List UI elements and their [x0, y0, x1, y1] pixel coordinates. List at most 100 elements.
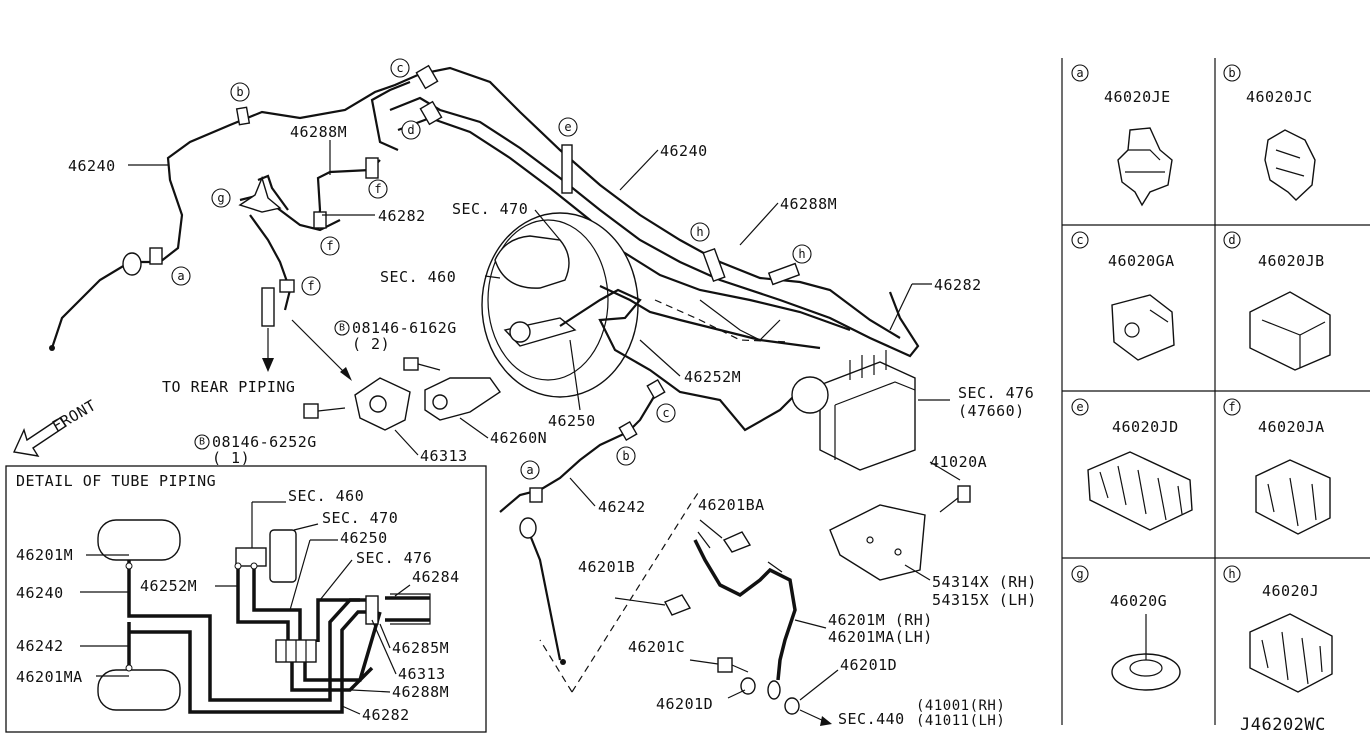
- svg-text:d: d: [407, 123, 414, 137]
- marker-c-lower: [656, 403, 676, 423]
- detail-46284: 46284: [412, 568, 460, 586]
- clip-c-icon: [1111, 294, 1175, 361]
- detail-title: DETAIL OF TUBE PIPING: [16, 472, 216, 490]
- label-54315x: 54315X (LH): [932, 591, 1037, 609]
- detail-46288m: 46288M: [392, 683, 449, 701]
- label-46201c: 46201C: [628, 638, 685, 656]
- label-46282-right: 46282: [934, 276, 982, 294]
- clip-a-icon: [1117, 127, 1173, 207]
- label-sec460: SEC. 460: [380, 268, 456, 286]
- label-to-rear: TO REAR PIPING: [162, 378, 295, 396]
- marker-a-top: [171, 266, 191, 286]
- marker-d-top: [401, 120, 421, 140]
- detail-46252m: 46252M: [140, 577, 197, 595]
- pipe-46288m: [389, 96, 920, 358]
- clip-e-icon: [1087, 451, 1193, 531]
- label-sec470: SEC. 470: [452, 200, 528, 218]
- clip-b-icon: [1264, 129, 1316, 201]
- svg-text:b: b: [622, 449, 629, 463]
- label-46288m-top: 46288M: [290, 123, 347, 141]
- label-46240-mid: 46240: [660, 142, 708, 160]
- svg-text:b: b: [1228, 66, 1235, 80]
- label-bolt2: 08146-6252G: [212, 433, 317, 451]
- svg-text:e: e: [1076, 400, 1083, 414]
- svg-text:g: g: [217, 191, 224, 205]
- clip-e-main: [561, 144, 573, 194]
- svg-text:c: c: [662, 406, 669, 420]
- marker-f-2: [320, 236, 340, 256]
- bracket-46260n: [424, 377, 501, 421]
- label-bolt2-qty: ( 1): [212, 449, 250, 467]
- detail-46201m: 46201M: [16, 546, 73, 564]
- clip-46201b: [664, 594, 692, 616]
- svg-text:B: B: [339, 323, 345, 334]
- detail-46201ma: 46201MA: [16, 668, 83, 686]
- clip-h-part: 46020J: [1262, 582, 1319, 600]
- clip-f-main-2: [313, 211, 327, 229]
- label-46242: 46242: [598, 498, 646, 516]
- main-labels: 46240 46288M 46282 46240 46288M 46282 SE…: [49, 123, 1037, 729]
- clip-catalog: a 46020JE b 46020JC c 46020GA d 46020JB …: [1061, 58, 1370, 725]
- label-46201ma: 46201MA(LH): [828, 628, 933, 646]
- label-sec440-rh: (41001(RH): [916, 698, 1005, 714]
- svg-text:a: a: [177, 269, 184, 283]
- bolt-41020a: [957, 485, 971, 503]
- clip-a-lower: [529, 487, 543, 503]
- pipe-46242-down: [526, 529, 562, 661]
- dash-line-1: [654, 299, 791, 343]
- marker-g: [211, 188, 231, 208]
- label-46250: 46250: [548, 412, 596, 430]
- marker-e-top: [558, 117, 578, 137]
- label-bolt1-qty: ( 2): [352, 335, 390, 353]
- svg-text:d: d: [1228, 233, 1235, 247]
- svg-text:h: h: [798, 247, 805, 261]
- clip-c-part: 46020GA: [1108, 252, 1175, 270]
- label-46240-left: 46240: [68, 157, 116, 175]
- label-46252m: 46252M: [684, 368, 741, 386]
- clip-f-main-1: [365, 157, 379, 179]
- clip-e-part: 46020JD: [1112, 418, 1179, 436]
- label-46201d-a: 46201D: [656, 695, 713, 713]
- pipe-end: [49, 345, 55, 351]
- detail-sec460: SEC. 460: [288, 487, 364, 505]
- svg-text:e: e: [564, 120, 571, 134]
- bolt-symbol-2: [194, 434, 210, 450]
- clip-g-part: 46020G: [1110, 592, 1167, 610]
- svg-text:c: c: [1076, 233, 1083, 247]
- grommet-a2: [519, 517, 537, 539]
- label-46201b: 46201B: [578, 558, 635, 576]
- label-front: FRONT: [49, 396, 99, 435]
- label-46201d-b: 46201D: [840, 656, 897, 674]
- clip-a-main: [149, 247, 163, 265]
- marker-f-3: [301, 276, 321, 296]
- marker-h-2: [792, 244, 812, 264]
- label-46282-top: 46282: [378, 207, 426, 225]
- rear-connector: [261, 287, 275, 327]
- svg-text:B: B: [199, 437, 205, 448]
- clip-d-part: 46020JB: [1258, 252, 1325, 270]
- front-arrow-icon: [12, 417, 68, 457]
- svg-text:b: b: [236, 85, 243, 99]
- bolt-symbol-1: [334, 320, 350, 336]
- bolt-08146-6162g: [403, 357, 441, 371]
- pipe-g2: [257, 174, 289, 211]
- abs-motor: [791, 376, 829, 414]
- label-54314x: 54314X (RH): [932, 573, 1037, 591]
- clip-c-lower: [646, 378, 666, 400]
- clip-b-lower: [618, 420, 638, 442]
- arrow-bracket: [291, 319, 349, 377]
- bracket-54314x: [829, 504, 926, 581]
- label-41020a: 41020A: [930, 453, 987, 471]
- pipe-46242: [499, 394, 656, 513]
- reservoir: [494, 235, 570, 289]
- marker-b-top: [230, 82, 250, 102]
- clip-h-main-1: [702, 247, 726, 283]
- svg-text:c: c: [396, 61, 403, 75]
- booster-rim: [487, 219, 609, 381]
- svg-text:a: a: [1076, 66, 1083, 80]
- dash-line-2: [539, 489, 701, 693]
- clip-b-main: [235, 106, 251, 126]
- marker-h-1: [690, 222, 710, 242]
- abs-actuator: [819, 361, 916, 471]
- washer-46201d-a: [740, 677, 756, 695]
